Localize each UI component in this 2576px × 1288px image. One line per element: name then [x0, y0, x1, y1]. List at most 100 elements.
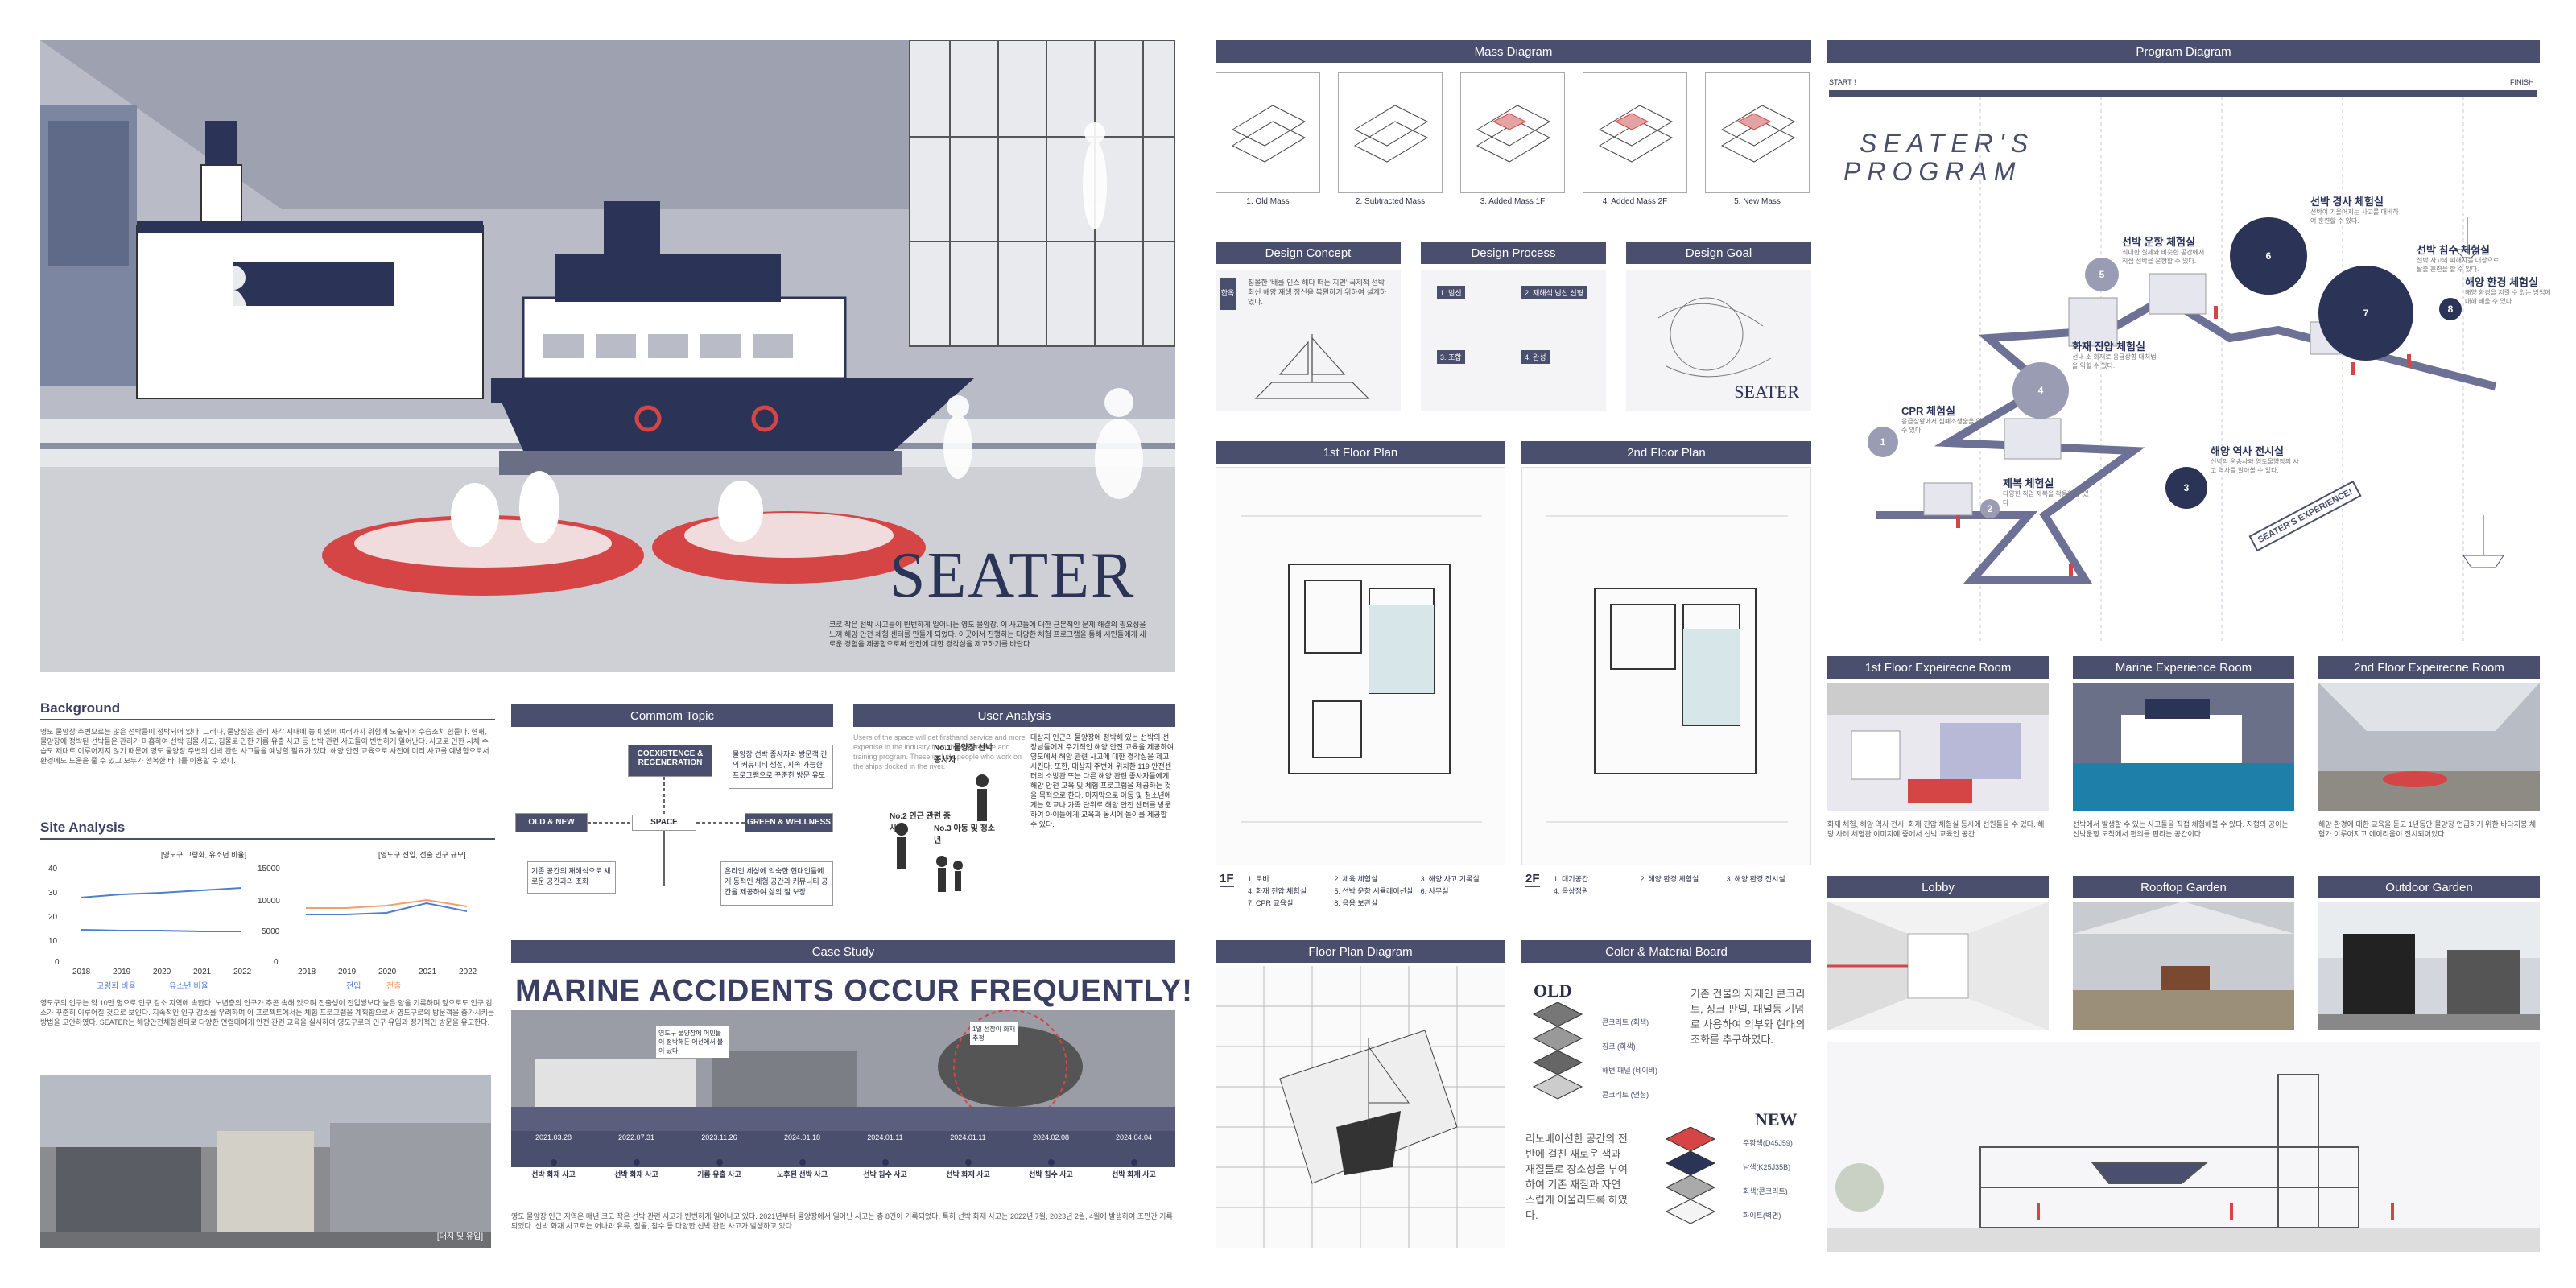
- timeline-event: 기름 유출 사고: [697, 1170, 741, 1179]
- program-node-name: 선박 운항 체험실: [2122, 236, 2195, 248]
- old-material-label: 징크 (회색): [1602, 1042, 1636, 1051]
- old-material-label: 콘크리트 (회색): [1602, 1018, 1649, 1026]
- site-legend2-a: 전입: [346, 982, 361, 991]
- program-node-desc: 선박 사고의 피해자를 대상으로 탈출 훈련을 할 수 있다.: [2417, 257, 2500, 273]
- design-concept-header: Design Concept: [1216, 242, 1401, 264]
- concept-text: 침몰한 '배를 인스 해다 떠는 지면' 국제적 선박 최신 해양 재생 정신을…: [1248, 279, 1387, 306]
- timeline-event: 선박 침수 사고: [1029, 1170, 1073, 1179]
- mass-step-label: 1. Old Mass: [1246, 197, 1290, 206]
- case-headline: MARINE ACCIDENTS OCCUR FREQUENTLY!: [515, 974, 1193, 1008]
- floor1-tag: 1F: [1220, 872, 1234, 887]
- mass-step-label: 4. Added Mass 2F: [1602, 197, 1668, 206]
- svg-text:15000: 15000: [258, 865, 280, 873]
- room1-header: 1st Floor Expeirecne Room: [1827, 656, 2049, 679]
- timeline-date: 2024.04.04: [1115, 1133, 1153, 1141]
- room-label: 6. 사무실: [1420, 887, 1449, 895]
- user-no1: No.1 물양장 선박 종사자: [934, 744, 993, 765]
- svg-text:2022: 2022: [233, 968, 252, 976]
- old-items: 콘크리트 (회색)징크 (회색)해변 패널 (네이비)콘크리트 (연청): [1602, 1010, 1657, 1107]
- room-label: 1. 로비: [1248, 875, 1269, 883]
- program-node-name: 화재 진압 체험실: [2072, 341, 2145, 353]
- svg-text:30: 30: [48, 889, 58, 898]
- hero-title: SEATER: [890, 540, 1136, 611]
- timeline-date: 2024.01.11: [867, 1133, 903, 1141]
- mass-step-label: 3. Added Mass 1F: [1480, 197, 1546, 206]
- svg-text:2020: 2020: [153, 968, 171, 976]
- svg-text:2021: 2021: [193, 968, 212, 976]
- site-legend2-b: 전출: [386, 982, 402, 991]
- mass-step-box: [1338, 72, 1443, 193]
- old-text: 기존 건물의 자재인 콘크리트, 징크 판넬, 패널등 기념로 사용하여 외부와…: [1690, 988, 1806, 1046]
- floor1-header: 1st Floor Plan: [1216, 441, 1505, 464]
- room3-header: 2nd Floor Expeirecne Room: [2318, 656, 2540, 679]
- svg-text:10000: 10000: [258, 897, 280, 906]
- process-step-label: 1. 범선: [1437, 286, 1465, 299]
- old-label: OLD: [1534, 980, 1572, 1001]
- room1-photo: [1827, 683, 2049, 811]
- old-material-label: 콘크리트 (연청): [1602, 1091, 1649, 1099]
- user-figures: [895, 774, 989, 892]
- program-node-circle: 1: [1868, 427, 1898, 457]
- process-step-label: 3. 조합: [1437, 350, 1465, 364]
- timeline-dot: [551, 1159, 557, 1166]
- floor2-plan: [1521, 467, 1811, 865]
- program-node-desc: 다양한 직업 제복을 착용할 수 있다: [2003, 490, 2089, 506]
- goal-box: SEATER: [1626, 270, 1811, 411]
- color-board-header: Color & Material Board: [1521, 940, 1811, 963]
- timeline-dot: [965, 1159, 972, 1166]
- svg-text:2018: 2018: [298, 968, 316, 976]
- case-bubble-2: 1일 선장이 화재 추정: [970, 1022, 1018, 1045]
- program-node-name: 선박 침수 체험실: [2417, 244, 2490, 256]
- site-chart2-note: [영도구 전입, 전출 인구 규모]: [378, 851, 466, 859]
- timeline-date: 2024.01.18: [783, 1133, 821, 1141]
- new-material-label: 주황색(D45J59): [1743, 1139, 1793, 1147]
- site-chart1-note: [영도구 고령화, 유소년 비율]: [161, 851, 247, 859]
- program-node-desc: 선박이 기울어지는 사고를 대비하여 훈련할 수 있다.: [2310, 208, 2399, 225]
- rooftop-header: Rooftop Garden: [2073, 876, 2294, 898]
- user-no3: No.3 아동 및 청소년: [934, 824, 996, 845]
- process-step-label: 2. 재해석 범선 선형: [1521, 286, 1587, 299]
- room-label: 3. 해양 환경 전시실: [1726, 875, 1785, 883]
- program-node-circle: 2: [1980, 499, 2000, 518]
- mass-diagram-header: Mass Diagram: [1216, 40, 1811, 63]
- timeline-dot: [716, 1159, 723, 1166]
- note-2: 기존 공간의 재해석으로 새로운 공간과의 조화: [527, 861, 616, 894]
- timeline-event: 노후된 선박 사고: [777, 1170, 828, 1179]
- mass-step-box: [1460, 72, 1565, 193]
- program-node-name: 선박 경사 체험실: [2310, 196, 2384, 208]
- timeline-date: 2022.07.31: [617, 1133, 655, 1141]
- room-label: 8. 응용 보관실: [1334, 899, 1378, 907]
- user-kr: 대상지 인근의 물양장에 정박해 있는 선박의 선장님들에게 주기적인 해양 안…: [1030, 733, 1174, 828]
- hero-caption: 코로 작은 선박 사고들이 빈번하게 일어나는 영도 물양장. 이 사고들에 대…: [829, 621, 1146, 648]
- design-process-header: Design Process: [1421, 242, 1606, 264]
- timeline-date: 2023.11.26: [701, 1133, 737, 1141]
- floor2-tag: 2F: [1525, 872, 1540, 887]
- program-node-circle: 5: [2085, 258, 2119, 291]
- outdoor-header: Outdoor Garden: [2318, 876, 2540, 898]
- program-node-desc: 해양 환경을 지킬 수 있는 방법에 대해 배울 수 있다.: [2465, 289, 2551, 305]
- timeline-dot: [1048, 1159, 1055, 1166]
- timeline-dot: [634, 1159, 640, 1166]
- goal-logo: SEATER: [1734, 382, 1799, 402]
- lobby-photo: [1827, 902, 2049, 1030]
- mass-step-box: [1705, 72, 1810, 193]
- program-node-desc: 선박의 운송사와 영도물양장의 사고 역사를 알아볼 수 있다.: [2211, 458, 2299, 474]
- case-body: 영도 물양장 인근 지역은 매년 크고 작은 선박 관련 사고가 빈번하게 일어…: [511, 1212, 1173, 1230]
- svg-text:0: 0: [274, 958, 279, 967]
- svg-text:0: 0: [55, 958, 60, 967]
- timeline-event: 선박 화재 사고: [531, 1170, 576, 1179]
- svg-text:20: 20: [48, 913, 58, 922]
- new-material-label: 회색(콘크리트): [1743, 1187, 1788, 1195]
- background-body: 영도 물양장 주변으로는 많은 선박들이 정박되어 있다. 그러나, 물양장은 …: [40, 728, 489, 765]
- timeline-event: 선박 화재 사고: [946, 1170, 990, 1179]
- room-label: 4. 화재 진압 체험실: [1248, 887, 1307, 895]
- concept-box: 한옥 침몰한 '배를 인스 해다 떠는 지면' 국제적 선박 최신 해양 재생 …: [1216, 270, 1401, 411]
- room2-header: Marine Experience Room: [2073, 656, 2294, 679]
- timeline-event: 선박 화재 사고: [614, 1170, 658, 1179]
- floor2-header: 2nd Floor Plan: [1521, 441, 1811, 464]
- program-node-name: 해양 환경 체험실: [2465, 276, 2538, 288]
